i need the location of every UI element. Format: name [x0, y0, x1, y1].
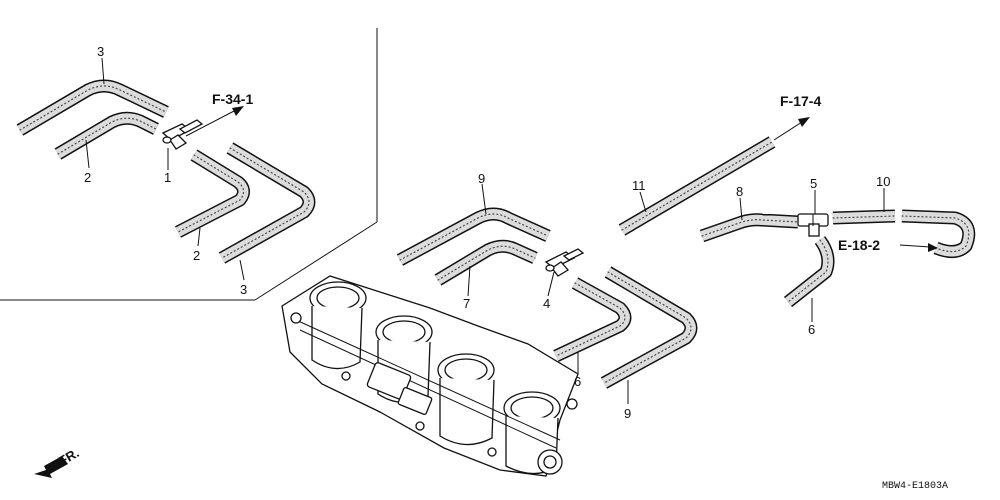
ref-f-17-4: F-17-4 — [780, 93, 821, 109]
ref-e-18-2: E-18-2 — [838, 237, 880, 253]
hose-10 — [832, 209, 896, 225]
t-joint-5 — [797, 213, 829, 237]
hose-3-upper-left — [16, 79, 169, 136]
front-direction-arrow: FR. — [34, 445, 82, 478]
part-label-9-upper: 9 — [478, 171, 485, 186]
part-label-3-upper: 3 — [97, 44, 104, 59]
part-label-9-lower: 9 — [624, 406, 631, 421]
part-label-11: 11 — [632, 178, 646, 193]
part-label-1: 1 — [164, 170, 171, 185]
part-label-6-mid: 6 — [574, 374, 581, 389]
arrow-f34 — [185, 106, 244, 137]
ref-f-34-1: F-34-1 — [212, 91, 253, 107]
part-label-2-lower: 2 — [193, 248, 200, 263]
connector-1 — [161, 119, 204, 150]
arrow-e18 — [899, 243, 938, 252]
part-label-4: 4 — [543, 296, 550, 311]
hose-8 — [699, 213, 799, 243]
hose-11 — [618, 136, 776, 236]
inset-frame — [0, 28, 378, 301]
hose-6-mid — [553, 277, 632, 362]
hose-9-lower-mid — [600, 266, 698, 389]
hose-2-lower-left — [175, 149, 250, 238]
throttle-body-assembly — [281, 275, 579, 477]
leader-lines — [85, 57, 885, 404]
hose-9-upper-mid — [396, 207, 551, 266]
hose-2-upper-left — [54, 111, 159, 160]
hose-loop-right — [901, 209, 976, 258]
part-label-5: 5 — [810, 176, 817, 191]
hose-6-right — [783, 236, 835, 308]
arrow-f17 — [773, 117, 810, 141]
part-label-10: 10 — [876, 174, 890, 189]
part-label-7: 7 — [463, 296, 470, 311]
hose-3-lower-left — [218, 142, 316, 264]
connector-4 — [544, 248, 585, 277]
part-label-2-upper: 2 — [84, 170, 91, 185]
part-label-3-lower: 3 — [240, 282, 247, 297]
diagram-code: MBW4-E1803A — [882, 481, 948, 492]
part-label-6-right: 6 — [808, 322, 815, 337]
hose-7 — [434, 239, 538, 286]
part-label-8: 8 — [736, 184, 743, 199]
